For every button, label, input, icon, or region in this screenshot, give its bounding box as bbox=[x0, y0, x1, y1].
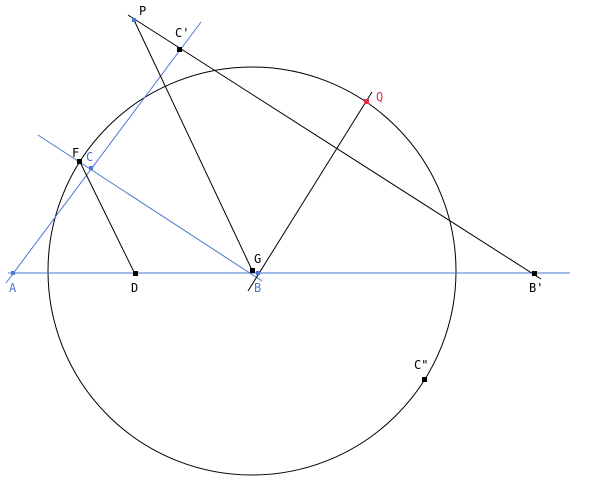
point-a bbox=[11, 271, 15, 275]
label-b-prime: B' bbox=[529, 281, 543, 295]
label-b: B bbox=[254, 281, 261, 295]
label-q: Q bbox=[376, 90, 383, 104]
label-c-double-prime: C" bbox=[414, 358, 428, 372]
label-g: G bbox=[254, 252, 261, 266]
label-a: A bbox=[9, 281, 17, 295]
point-b-prime bbox=[532, 271, 537, 276]
point-g bbox=[250, 268, 255, 273]
line-p-to-b-prime bbox=[127, 14, 542, 280]
point-q bbox=[364, 99, 369, 104]
line-through-c-and-b bbox=[37, 134, 263, 282]
point-d bbox=[133, 271, 138, 276]
point-f bbox=[77, 159, 82, 164]
label-p: P bbox=[139, 4, 146, 18]
line-p-to-g bbox=[133, 19, 253, 271]
point-p bbox=[132, 18, 136, 22]
line-through-b-and-q bbox=[247, 91, 373, 292]
point-c-double-prime bbox=[422, 377, 427, 382]
label-d: D bbox=[131, 281, 138, 295]
point-b bbox=[256, 271, 260, 275]
label-c: C bbox=[86, 150, 93, 164]
point-c bbox=[89, 166, 93, 170]
label-c-prime: C' bbox=[175, 26, 189, 40]
line-f-to-d bbox=[79, 161, 136, 275]
label-f: F bbox=[72, 146, 79, 160]
line-through-a-and-c-prime bbox=[5, 21, 202, 284]
point-c-prime bbox=[177, 47, 182, 52]
circle bbox=[47, 66, 457, 476]
